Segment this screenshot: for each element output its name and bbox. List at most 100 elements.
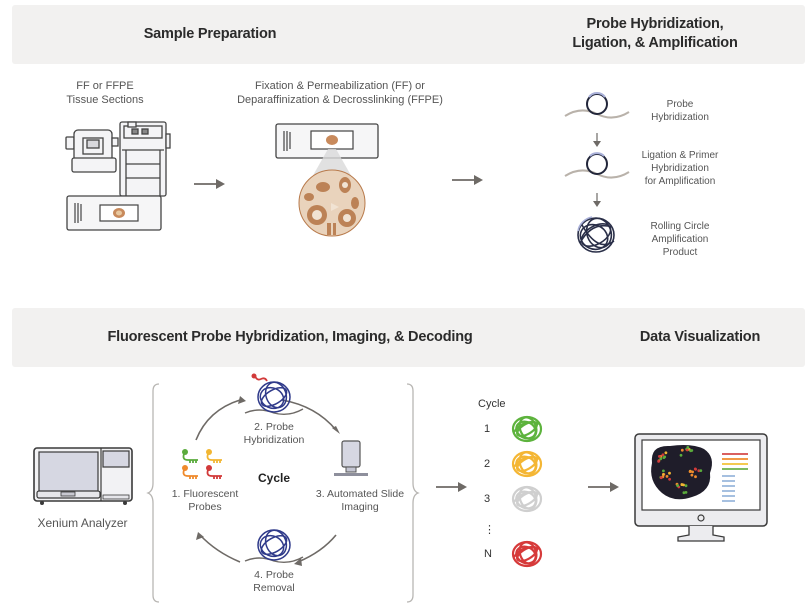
ph-step2-line2: Hybridization — [651, 163, 709, 174]
decoded-signal-icon — [511, 485, 543, 513]
cycle-step1-label: 1. Fluorescent Probes — [165, 488, 245, 514]
arrow-right-icon — [194, 179, 225, 189]
probe-hybridization-rca-icon — [244, 373, 304, 416]
decoded-signal-icon — [511, 540, 543, 568]
tissue-map-shape — [651, 445, 712, 500]
cycle-step3-label: 3. Automated Slide Imaging — [310, 488, 410, 514]
transcript-dot — [676, 484, 679, 487]
cycle-step3-line2: Imaging — [341, 501, 379, 513]
transcript-dot — [658, 455, 661, 458]
ph-step1-line2: Hybridization — [651, 112, 709, 123]
section-title-line1: Probe Hybridization, — [586, 16, 724, 32]
transcript-dot — [685, 448, 689, 452]
transcript-dot — [668, 477, 671, 481]
fixation-label-line2: Deparaffinization & Decrosslinking (FFPE… — [237, 94, 443, 106]
transcript-dot — [688, 470, 692, 473]
arrow-right-icon — [436, 482, 467, 492]
transcript-dot — [662, 473, 665, 476]
ph-step3-line3: Product — [662, 247, 698, 258]
tissue-sections-label-line1: FF or FFPE — [76, 80, 134, 92]
transcript-dot — [682, 491, 686, 495]
section-title-fluorescent-cycle: Fluorescent Probe Hybridization, Imaging… — [107, 329, 473, 345]
microtome-icon — [65, 121, 171, 197]
xenium-analyzer-icon — [33, 447, 133, 505]
ph-step2-line3: for Amplification — [644, 176, 716, 187]
cycle-step2-line2: Hybridization — [243, 434, 305, 446]
transcript-dot — [659, 457, 663, 461]
transcript-dot — [684, 484, 688, 488]
cycle-arrows-icon — [195, 396, 340, 566]
monitor-icon — [634, 433, 768, 542]
transcript-dot — [662, 469, 665, 473]
transcript-dot — [689, 449, 692, 453]
transcript-dot — [697, 469, 701, 473]
arrow-down-icon — [593, 133, 601, 147]
cycle-step4-line2: Removal — [253, 582, 295, 594]
cycle-step2-label: 2. Probe Hybridization — [234, 421, 314, 447]
header-band-bottom — [12, 308, 805, 367]
ligation-icon — [564, 152, 630, 179]
cycle-step1-line1: 1. Fluorescent — [171, 488, 239, 500]
left-brace-icon — [146, 383, 160, 603]
cycle-step2-line1: 2. Probe — [254, 421, 294, 433]
ph-step2-line1: Ligation & Primer — [641, 150, 719, 161]
decoding-row-label: 1 — [484, 423, 491, 435]
transcript-dot — [680, 448, 684, 452]
arrow-right-icon — [588, 482, 619, 492]
fluorescent-probes-icon — [182, 449, 222, 479]
cycle-label: Cycle — [258, 471, 291, 485]
decoded-signal-icon — [511, 450, 543, 478]
fixation-label: Fixation & Permeabilization (FF) or Depa… — [220, 79, 460, 107]
transcript-dot — [665, 475, 669, 478]
right-brace-icon — [406, 383, 420, 603]
fixation-label-line1: Fixation & Permeabilization (FF) or — [255, 80, 425, 92]
decoding-row-label: 2 — [484, 458, 491, 470]
transcript-dot — [684, 491, 688, 494]
probe-removal-rca-icon — [244, 529, 304, 564]
section-title-probe-hybridization: Probe Hybridization, Ligation, & Amplifi… — [540, 15, 770, 53]
section-title-data-visualization: Data Visualization — [639, 329, 761, 345]
cycle-step4-line1: 4. Probe — [254, 569, 294, 581]
decoding-row-label: 3 — [484, 493, 491, 505]
section-title-line2: Ligation, & Amplification — [572, 35, 738, 51]
transcript-dot — [668, 471, 671, 475]
arrow-right-icon — [452, 175, 483, 185]
section-title-sample-preparation: Sample Preparation — [143, 26, 277, 42]
xenium-analyzer-label: Xenium Analyzer — [37, 516, 128, 530]
transcript-dot — [691, 470, 694, 474]
ph-step1-label: Probe Hybridization — [640, 98, 720, 124]
tissue-sections-label-line2: Tissue Sections — [66, 94, 144, 106]
header-band-top — [12, 5, 805, 64]
transcript-dot — [657, 460, 660, 463]
transcript-dot — [661, 453, 665, 457]
probe-hybridization-icon — [564, 92, 630, 119]
transcript-dot — [679, 453, 683, 457]
decoded-signal-icon — [511, 415, 543, 443]
transcript-dot — [664, 451, 668, 455]
ph-step3-line2: Amplification — [651, 234, 709, 245]
transcript-dot — [694, 475, 697, 479]
transcript-dot — [686, 446, 690, 449]
transcript-dot — [663, 455, 667, 459]
tissue-magnified-icon — [275, 123, 379, 237]
tissue-sections-label: FF or FFPE Tissue Sections — [55, 79, 155, 107]
decoding-row-label: ⋮ — [484, 524, 495, 536]
cycle-step3-line1: 3. Automated Slide — [315, 488, 405, 500]
cycle-step4-label: 4. Probe Removal — [234, 569, 314, 595]
glass-slide-icon — [66, 195, 162, 231]
microscope-objective-icon — [334, 440, 368, 476]
cycle-step1-line2: Probes — [188, 501, 222, 513]
decoding-header: Cycle — [478, 398, 506, 410]
ph-step2-label: Ligation & Primer Hybridization for Ampl… — [620, 149, 740, 188]
ph-step3-line1: Rolling Circle — [650, 221, 710, 232]
transcript-dot — [690, 473, 694, 477]
ph-step3-label: Rolling Circle Amplification Product — [630, 220, 730, 259]
transcript-dot — [699, 469, 703, 472]
transcript-dot — [682, 483, 685, 487]
ph-step1-line1: Probe — [666, 99, 694, 110]
arrow-down-icon — [593, 193, 601, 207]
transcript-dot — [694, 467, 697, 471]
decoding-row-label: N — [484, 548, 492, 560]
transcript-dot — [659, 476, 663, 480]
rolling-circle-product-icon — [577, 216, 615, 253]
